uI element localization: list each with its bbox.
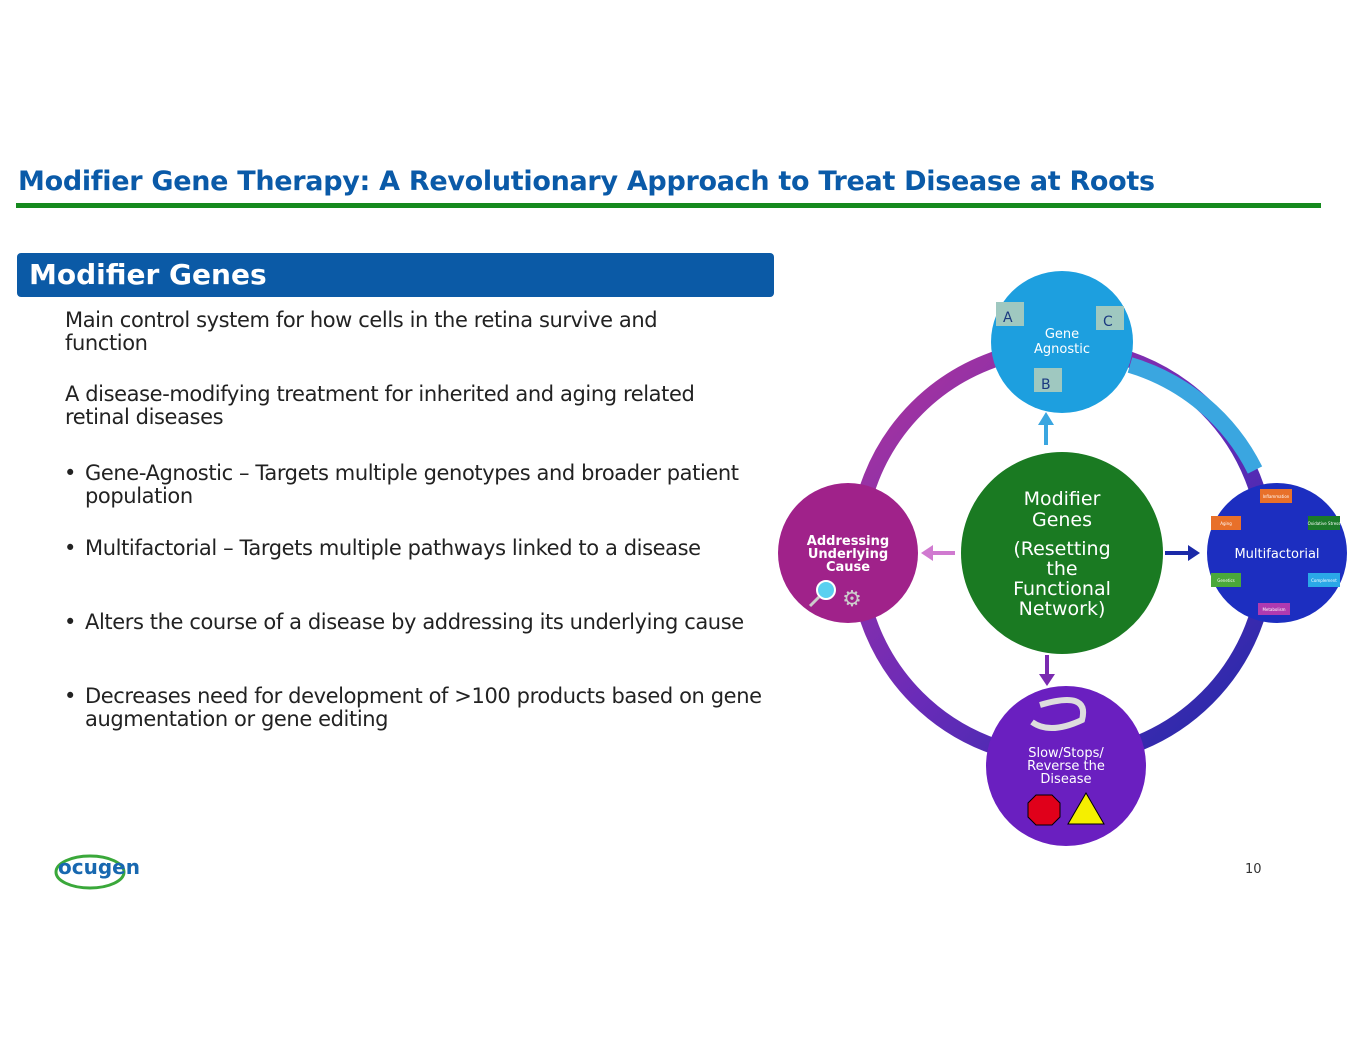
magnifier-icon [808,580,836,608]
arrow-up-icon [1038,412,1054,445]
slow-stop-reverse-label: Reverse the [1027,759,1105,774]
bullet: Gene-Agnostic – Targets multiple genotyp… [64,462,765,508]
gene-agnostic-node: Gene Agnostic A B C [991,271,1133,413]
center-label: the [1046,558,1077,580]
dna-icon: C [1096,306,1124,330]
slow-stop-reverse-node: Slow/Stops/ Reverse the Disease [986,686,1146,846]
factor-label: Complement [1311,578,1337,583]
slow-stop-reverse-label: Slow/Stops/ [1028,746,1104,761]
stop-sign-icon [1027,794,1061,826]
center-label: Genes [1032,509,1092,531]
gear-icon: ⚙ [842,587,862,612]
addressing-cause-label: Cause [826,560,870,575]
factor-box [1308,516,1340,530]
addressing-cause-node: Addressing Underlying Cause ⚙ [778,483,918,623]
slow-stop-reverse-circle [986,686,1146,846]
arrow-left-icon [921,545,955,561]
center-label: Modifier [1024,488,1101,510]
dna-icon: B [1034,368,1062,393]
factor-label: Aging [1220,521,1232,526]
section-header-text: Modifier Genes [29,258,267,291]
reverse-arrow-icon [1030,697,1087,731]
yield-sign-icon [1067,792,1105,825]
section-header: Modifier Genes [17,253,774,297]
gene-agnostic-label: Gene [1045,327,1079,342]
bullet: Alters the course of a disease by addres… [64,611,765,635]
arrow-right-icon [1165,545,1200,561]
factor-label: Oxidative Stress [1308,521,1341,526]
paragraph: Main control system for how cells in the… [65,308,658,355]
factor-label: Metabolism [1262,607,1285,612]
dna-label: C [1103,314,1113,330]
page-number: 10 [1245,862,1262,877]
factor-box [1308,573,1340,587]
center-label: (Resetting [1013,538,1110,560]
title-divider [16,203,1321,208]
factor-box [1258,603,1290,615]
cycle-ring-segment [1127,357,1263,474]
center-label: Network) [1019,598,1106,620]
addressing-cause-label: Addressing [807,534,889,549]
addressing-cause-label: Underlying [808,547,888,562]
paragraph: A disease-modifying treatment for inheri… [65,382,695,429]
arrow-down-icon [1039,655,1055,686]
modifier-genes-center-circle [961,452,1163,654]
factor-box [1260,489,1292,503]
factor-label: Genetics [1217,578,1235,583]
dna-label: A [1003,310,1013,326]
factor-box [1211,516,1241,530]
slide-title: Modifier Gene Therapy: A Revolutionary A… [18,166,1155,197]
addressing-cause-circle [778,483,918,623]
bullet: Multifactorial – Targets multiple pathwa… [64,537,765,561]
slow-stop-reverse-label: Disease [1040,772,1091,787]
factor-box [1211,573,1241,587]
multifactorial-label: Multifactorial [1234,547,1319,562]
center-label: Functional [1013,578,1111,600]
logo-swoosh [54,854,126,890]
dna-label: B [1041,377,1051,393]
multifactorial-node: Multifactorial Inflammation Oxidative St… [1207,483,1347,623]
factor-label: Inflammation [1263,494,1290,499]
gene-agnostic-label: Agnostic [1034,342,1090,357]
bullet: Decreases need for development of >100 p… [64,685,765,731]
dna-icon: A [996,302,1024,326]
modifier-genes-center-node: Modifier Genes (Resetting the Functional… [961,452,1163,654]
ocugen-logo: ocugen [58,855,140,879]
